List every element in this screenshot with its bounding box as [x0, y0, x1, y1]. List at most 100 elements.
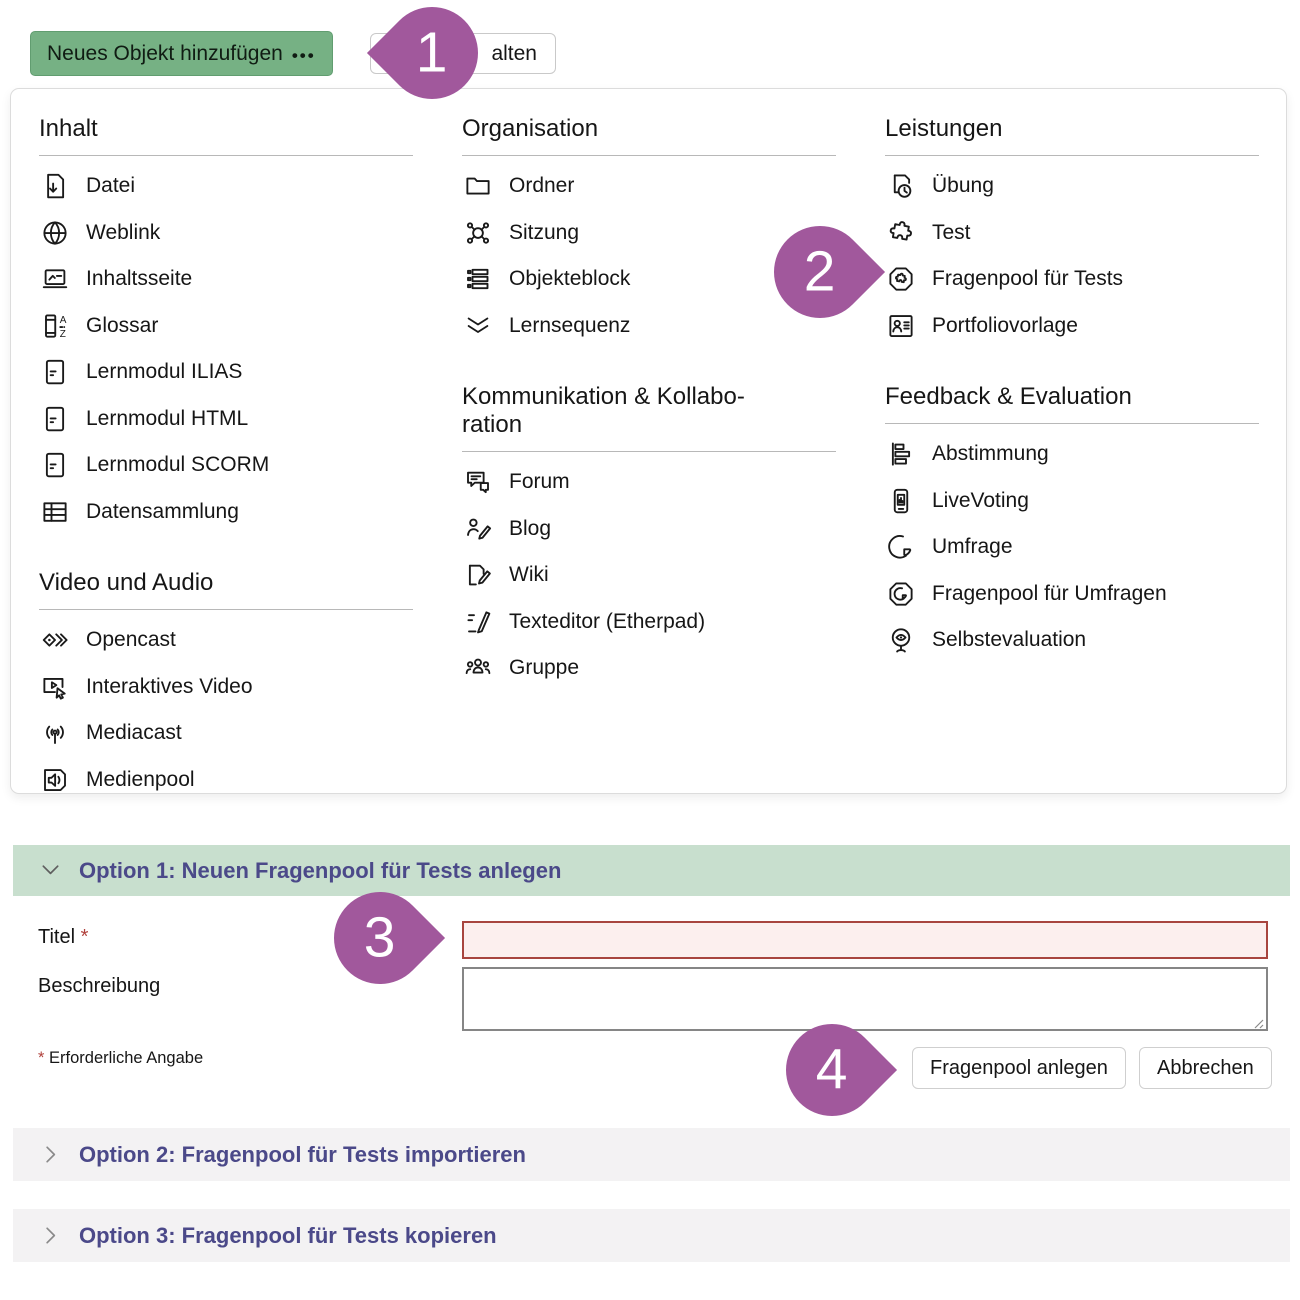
menu-item-label: Weblink [86, 220, 161, 244]
menu-group-title: Organisation [462, 115, 599, 142]
option3-header[interactable]: Option 3: Fragenpool für Tests kopieren [13, 1209, 1290, 1262]
menu-item-ordner[interactable]: Ordner [462, 163, 836, 210]
self-evaluation-icon [885, 625, 916, 656]
menu-item-label: Datensammlung [86, 499, 239, 523]
portfolio-icon [885, 310, 916, 341]
description-textarea[interactable] [462, 967, 1268, 1031]
menu-item-übung[interactable]: Übung [885, 163, 1259, 210]
speaker-icon [39, 764, 70, 795]
menu-group-header: Leistungen [885, 103, 1259, 157]
menu-item-interaktives-video[interactable]: Interaktives Video [39, 664, 413, 711]
menu-item-label: Datei [86, 174, 136, 198]
required-note: * Erforderliche Angabe [38, 1049, 204, 1067]
menu-item-label: Lernmodul ILIAS [86, 360, 243, 384]
menu-item-label: Gruppe [509, 656, 580, 680]
svg-text:A: A [59, 315, 66, 326]
menu-item-selbstevaluation[interactable]: Selbstevaluation [885, 617, 1259, 664]
wiki-icon [462, 560, 493, 591]
question-pool-icon [885, 264, 916, 295]
menu-group-title: Video und Audio [39, 569, 214, 597]
menu-item-lernsequenz[interactable]: Lernsequenz [462, 303, 836, 350]
menu-item-wiki[interactable]: Wiki [462, 552, 836, 599]
item-block-icon [462, 264, 493, 295]
opencast-icon [39, 625, 70, 656]
menu-item-umfrage[interactable]: Umfrage [885, 524, 1259, 571]
menu-item-gruppe[interactable]: Gruppe [462, 645, 836, 692]
menu-item-label: Medienpool [86, 767, 195, 791]
title-input[interactable] [462, 921, 1268, 959]
blog-icon [462, 513, 493, 544]
menu-item-texteditor-etherpad-[interactable]: Texteditor (Etherpad) [462, 599, 836, 646]
learning-module-icon [39, 450, 70, 481]
poll-icon [885, 439, 916, 470]
menu-item-weblink[interactable]: Weblink [39, 210, 413, 257]
menu-item-test[interactable]: Test [885, 210, 1259, 257]
title-label: Titel * [38, 926, 89, 948]
menu-item-blog[interactable]: Blog [462, 506, 836, 553]
menu-group-header: Kommunikation & Kollabo­ration [462, 371, 836, 453]
add-new-object-button[interactable]: Neues Objekt hinzufügen ••• [30, 31, 333, 76]
sequence-icon [462, 310, 493, 341]
ellipsis-icon: ••• [291, 45, 316, 65]
menu-item-datensammlung[interactable]: Datensammlung [39, 489, 413, 536]
menu-item-label: Fragenpool für Tests [932, 267, 1124, 291]
menu-group-title: Feedback & Evaluation [885, 383, 1132, 411]
menu-item-medienpool[interactable]: Medienpool [39, 757, 413, 804]
puzzle-icon [885, 217, 916, 248]
menu-group-header: Organisation [462, 103, 836, 157]
menu-item-label: Ordner [509, 174, 575, 198]
create-question-pool-button[interactable]: Fragenpool anlegen [912, 1047, 1126, 1089]
menu-item-sitzung[interactable]: Sitzung [462, 210, 836, 257]
menu-item-portfoliovorlage[interactable]: Portfoliovorlage [885, 303, 1259, 350]
menu-item-objekteblock[interactable]: Objekteblock [462, 256, 836, 303]
folder-icon [462, 171, 493, 202]
menu-item-fragenpool-für-tests[interactable]: Fragenpool für Tests [885, 256, 1259, 303]
menu-item-livevoting[interactable]: LiveVoting [885, 478, 1259, 525]
menu-item-lernmodul-html[interactable]: Lernmodul HTML [39, 396, 413, 443]
menu-item-datei[interactable]: Datei [39, 163, 413, 210]
menu-item-mediacast[interactable]: Mediacast [39, 710, 413, 757]
menu-item-label: Umfrage [932, 535, 1013, 559]
etherpad-icon [462, 606, 493, 637]
session-icon [462, 217, 493, 248]
option2-header[interactable]: Option 2: Fragenpool für Tests importier… [13, 1128, 1290, 1181]
cancel-button[interactable]: Abbrechen [1139, 1047, 1272, 1089]
menu-item-abstimmung[interactable]: Abstimmung [885, 431, 1259, 478]
menu-item-opencast[interactable]: Opencast [39, 617, 413, 664]
menu-item-inhaltsseite[interactable]: Inhaltsseite [39, 256, 413, 303]
menu-item-label: Mediacast [86, 721, 182, 745]
menu-group-title: Inhalt [39, 115, 98, 142]
chevron-right-icon [39, 1224, 62, 1247]
menu-item-label: Lernmodul SCORM [86, 453, 270, 477]
menu-group-title: Kommunikation & Kollabo­ration [462, 383, 745, 439]
file-download-icon [39, 171, 70, 202]
svg-text:Z: Z [59, 329, 65, 340]
menu-item-forum[interactable]: Forum [462, 459, 836, 506]
chevron-right-icon [39, 1143, 62, 1166]
menu-item-fragenpool-für-umfragen[interactable]: Fragenpool für Umfragen [885, 571, 1259, 618]
menu-item-label: Wiki [509, 563, 549, 587]
menu-group-header: Feedback & Evaluation [885, 371, 1259, 425]
menu-item-label: Übung [932, 174, 994, 198]
menu-item-lernmodul-ilias[interactable]: Lernmodul ILIAS [39, 349, 413, 396]
menu-item-lernmodul-scorm[interactable]: Lernmodul SCORM [39, 442, 413, 489]
option3-title: Option 3: Fragenpool für Tests kopieren [79, 1222, 497, 1248]
option1-header[interactable]: Option 1: Neuen Fragenpool für Tests anl… [13, 845, 1290, 896]
page-action-label: alten [491, 41, 537, 65]
menu-item-label: Lernsequenz [509, 313, 631, 337]
option2-title: Option 2: Fragenpool für Tests importier… [79, 1141, 526, 1167]
data-table-icon [39, 496, 70, 527]
menu-item-label: Abstimmung [932, 442, 1049, 466]
chevron-down-icon [39, 859, 62, 882]
menu-item-label: Texteditor (Etherpad) [509, 609, 706, 633]
interactive-video-icon [39, 671, 70, 702]
